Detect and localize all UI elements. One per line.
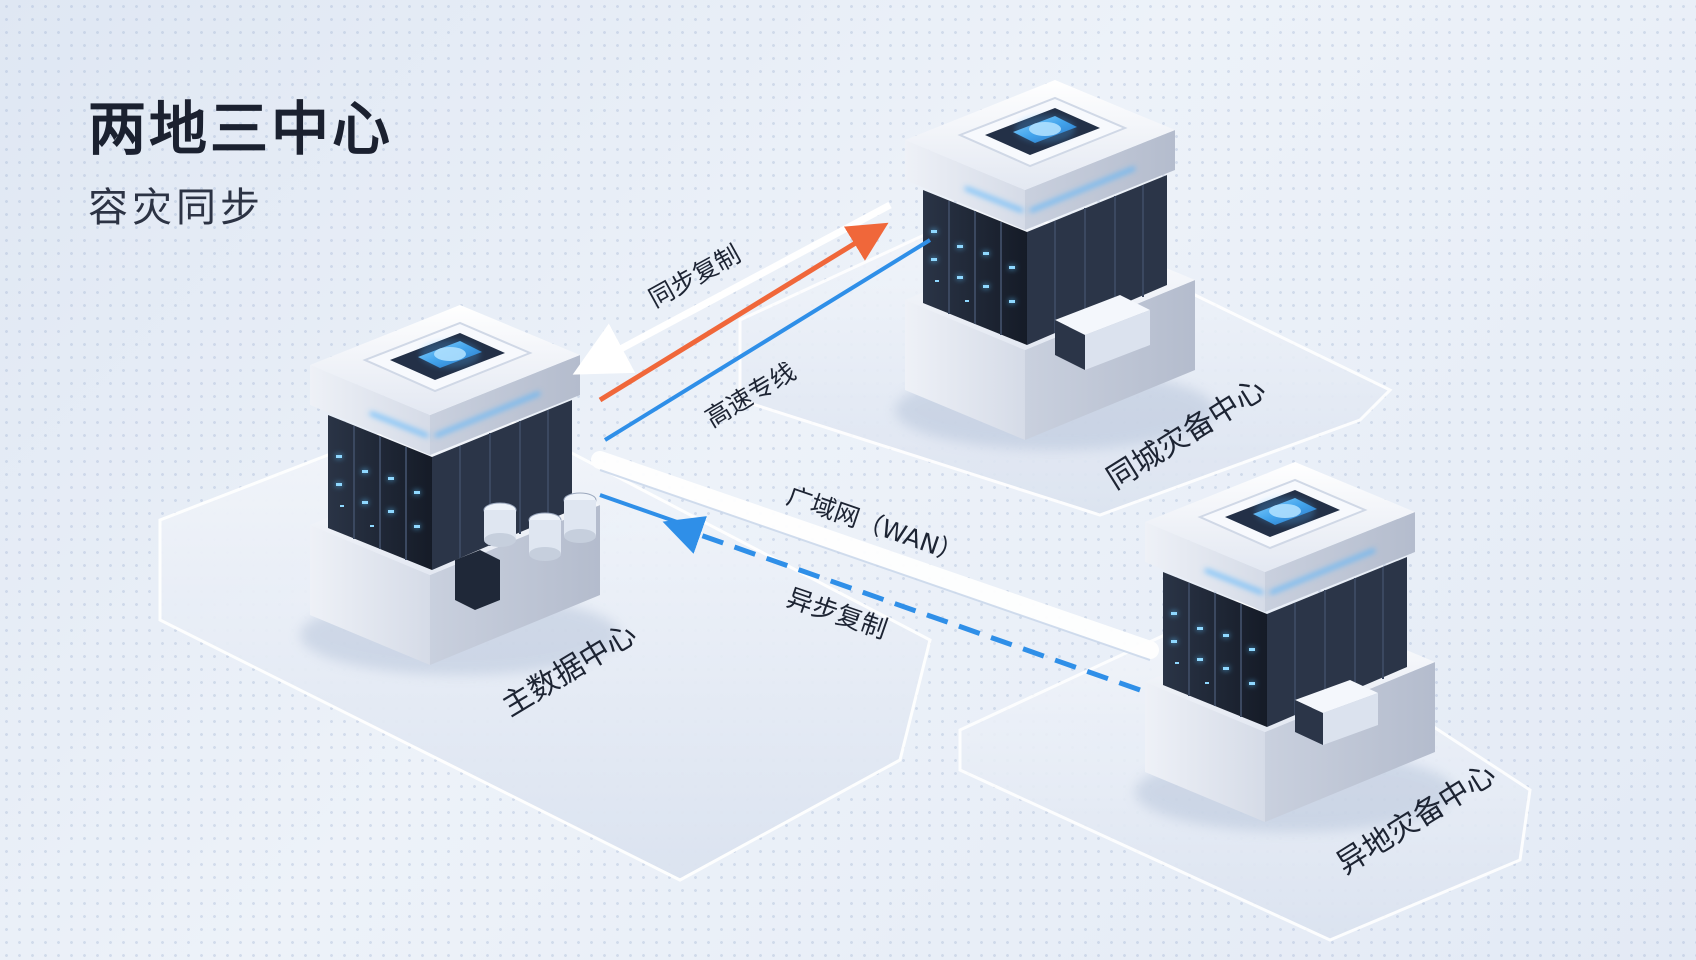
sync-return-arrow [572,201,892,375]
wan-link [591,451,1159,659]
async-replication-arrow [662,516,1141,693]
dedicated-line [603,238,932,442]
sync-replication-arrow [598,222,889,403]
page-title: 两地三中心 [88,95,394,163]
page-subtitle: 容灾同步 [88,185,264,231]
office-block-icon [1295,680,1378,745]
label-sync-replication: 同步复制 [644,239,746,313]
title-block: 两地三中心 容灾同步 [88,100,393,228]
database-stack-icon [455,492,597,610]
primary-datacenter-icon [300,305,620,675]
office-block-icon [1055,295,1150,370]
same-city-datacenter-icon [895,80,1215,450]
remote-datacenter-icon [1135,462,1455,832]
